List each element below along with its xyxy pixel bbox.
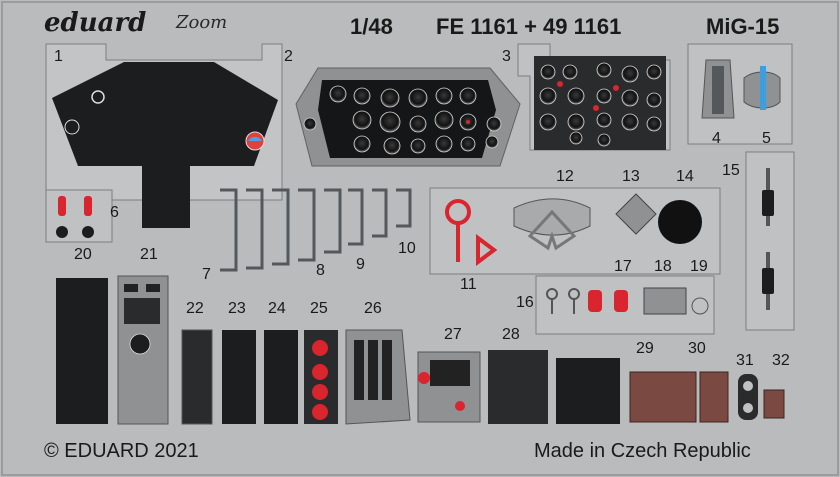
part-number: 30 bbox=[688, 340, 706, 357]
part-number: 21 bbox=[140, 246, 158, 263]
part-number: 26 bbox=[364, 300, 382, 317]
part-number: 27 bbox=[444, 326, 462, 343]
part-number: 31 bbox=[736, 352, 754, 369]
part-11-14-assembly bbox=[429, 187, 721, 275]
part-number: 28 bbox=[502, 326, 520, 343]
part-16-19-small-parts bbox=[535, 275, 715, 335]
part-number: 1 bbox=[54, 48, 63, 65]
part-number: 4 bbox=[712, 130, 721, 147]
part-number: 6 bbox=[110, 204, 119, 221]
part-number: 9 bbox=[356, 256, 365, 273]
part-15-belts bbox=[745, 151, 795, 331]
part-23-panel bbox=[222, 330, 256, 424]
part-number: 23 bbox=[228, 300, 246, 317]
part-31-32-small bbox=[738, 374, 785, 420]
part-number: 14 bbox=[676, 168, 694, 185]
zoom-logo: Zoom bbox=[176, 12, 228, 33]
part-number: 12 bbox=[556, 168, 574, 185]
part-number: 25 bbox=[310, 300, 328, 317]
part-number: 16 bbox=[516, 294, 534, 311]
part-6-levers bbox=[45, 189, 113, 243]
part-20-black-panel bbox=[56, 278, 108, 424]
origin-text: Made in Czech Republic bbox=[534, 440, 751, 462]
part-3-side-panel bbox=[517, 43, 671, 151]
part-25-gauges bbox=[304, 330, 338, 424]
part-24-panel bbox=[264, 330, 298, 424]
part-number: 5 bbox=[762, 130, 771, 147]
part-number: 19 bbox=[690, 258, 708, 275]
part-number: 24 bbox=[268, 300, 286, 317]
part-number: 20 bbox=[74, 246, 92, 263]
part-number: 32 bbox=[772, 352, 790, 369]
part-22-switch-panel bbox=[181, 329, 213, 425]
model-name: MiG-15 bbox=[706, 14, 780, 39]
part-21-console bbox=[117, 275, 169, 425]
part-7-10-frames bbox=[220, 188, 412, 272]
part-1-instrument-panel-base bbox=[45, 43, 283, 228]
brand-logo: eduard bbox=[44, 8, 147, 38]
part-number: 10 bbox=[398, 240, 416, 257]
part-number: 22 bbox=[186, 300, 204, 317]
part-number: 8 bbox=[316, 262, 325, 279]
part-2-main-instrument-panel bbox=[295, 67, 521, 167]
part-number: 2 bbox=[284, 48, 293, 65]
part-number: 18 bbox=[654, 258, 672, 275]
part-number: 17 bbox=[614, 258, 632, 275]
product-code: FE 1161 + 49 1161 bbox=[436, 14, 622, 39]
part-27-radio-panel bbox=[417, 351, 481, 423]
part-4-5-brackets bbox=[687, 43, 793, 145]
part-number: 7 bbox=[202, 266, 211, 283]
part-number: 3 bbox=[502, 48, 511, 65]
part-29-30-panels bbox=[556, 358, 729, 424]
copyright-text: © EDUARD 2021 bbox=[44, 440, 199, 462]
part-number: 15 bbox=[722, 162, 740, 179]
part-number: 29 bbox=[636, 340, 654, 357]
part-number: 11 bbox=[460, 276, 477, 293]
part-number: 13 bbox=[622, 168, 640, 185]
scale-label: 1/48 bbox=[350, 14, 393, 39]
part-28-panel bbox=[488, 350, 548, 424]
part-26-console bbox=[345, 329, 411, 425]
